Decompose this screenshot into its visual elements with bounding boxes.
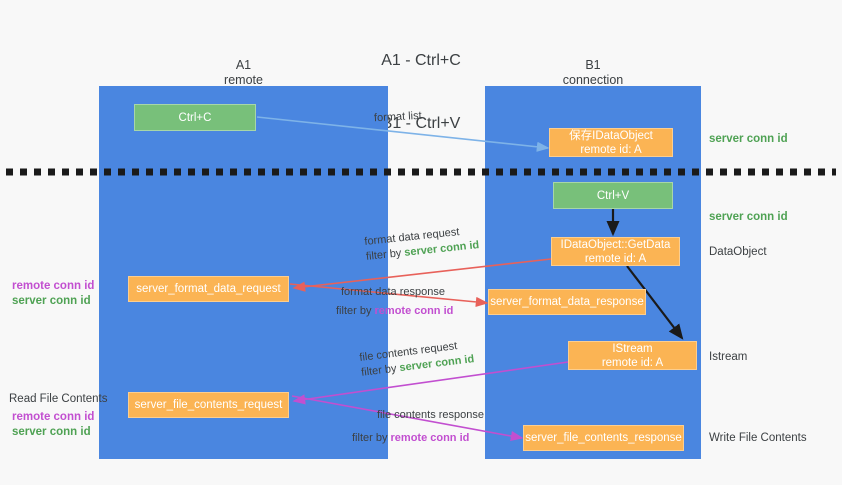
annotation-dataobject: DataObject (709, 246, 767, 258)
box-ctrl-c[interactable]: Ctrl+C (134, 104, 256, 131)
box-ctrl-c-label: Ctrl+C (178, 111, 212, 124)
box-server-format-data-request-label: server_format_data_request (136, 283, 281, 295)
box-ctrl-v[interactable]: Ctrl+V (553, 182, 673, 209)
filter-prefix: filter by (336, 305, 375, 317)
edge-label-format-data-response-filter: filter by remote conn id (336, 304, 453, 319)
box-save-idataobject[interactable]: 保存IDataObject remote id: A (549, 128, 673, 157)
edge-label-file-contents-response: file contents response filter by remote … (352, 408, 485, 446)
lane-a1-title: A1 (235, 58, 252, 72)
lane-header-a1: A1 remote (99, 58, 388, 88)
lane-b1-title: B1 (585, 58, 601, 72)
box-istream-line2: remote id: A (601, 356, 664, 369)
box-istream-line1: IStream (612, 342, 653, 355)
box-server-file-contents-response[interactable]: server_file_contents_response (523, 425, 684, 451)
edge-label-format-data-response-line1: format data response (341, 286, 445, 298)
box-server-format-data-request[interactable]: server_format_data_request (128, 276, 289, 302)
annotation-server-conn-id-middle: server conn id (709, 211, 788, 223)
filter-prefix: filter by (360, 362, 401, 379)
lane-header-b1: B1 connection (485, 58, 701, 88)
annotation-write-file-contents: Write File Contents (709, 432, 807, 444)
annotation-left-remote-conn-id-2: remote conn id (12, 411, 95, 423)
box-server-file-contents-request-label: server_file_contents_request (134, 399, 283, 411)
box-idataobject-getdata[interactable]: IDataObject::GetData remote id: A (551, 237, 680, 266)
box-ctrl-v-label: Ctrl+V (596, 189, 630, 202)
box-getdata-line1: IDataObject::GetData (560, 238, 671, 251)
title-line-1: A1 - Ctrl+C (381, 52, 461, 69)
box-save-idataobject-line2: remote id: A (580, 143, 642, 156)
box-server-file-contents-request[interactable]: server_file_contents_request (128, 392, 289, 418)
filter-prefix: filter by (352, 432, 391, 444)
lane-a1-subtitle: remote (224, 73, 263, 87)
annotation-left-server-conn-id-1: server conn id (12, 295, 91, 307)
box-istream[interactable]: IStream remote id: A (568, 341, 697, 370)
annotation-istream: Istream (709, 351, 748, 363)
filter-prefix: filter by (365, 246, 405, 263)
edge-label-file-contents-response-filter: filter by remote conn id (352, 431, 484, 446)
edge-label-format-list: format list (374, 109, 422, 126)
edge-label-format-data-response: format data response filter by remote co… (336, 285, 453, 319)
annotation-read-file-contents: Read File Contents (9, 393, 108, 405)
annotation-server-conn-id-top: server conn id (709, 133, 788, 145)
edge-label-format-list-text: format list (373, 109, 422, 125)
box-save-idataobject-line1: 保存IDataObject (569, 129, 653, 142)
annotation-left-server-conn-id-2: server conn id (12, 426, 91, 438)
box-getdata-line2: remote id: A (584, 252, 647, 265)
box-server-format-data-response[interactable]: server_format_data_response (488, 289, 646, 315)
annotation-left-remote-conn-id-1: remote conn id (12, 280, 95, 292)
box-server-format-data-response-label: server_format_data_response (490, 296, 644, 308)
edge-label-file-contents-response-line1: file contents response (377, 409, 485, 421)
filter-value-remote-conn-id: remote conn id (374, 305, 454, 317)
lane-b1-subtitle: connection (562, 73, 624, 87)
box-server-file-contents-response-label: server_file_contents_response (525, 432, 682, 444)
filter-value-remote-conn-id: remote conn id (390, 432, 470, 444)
